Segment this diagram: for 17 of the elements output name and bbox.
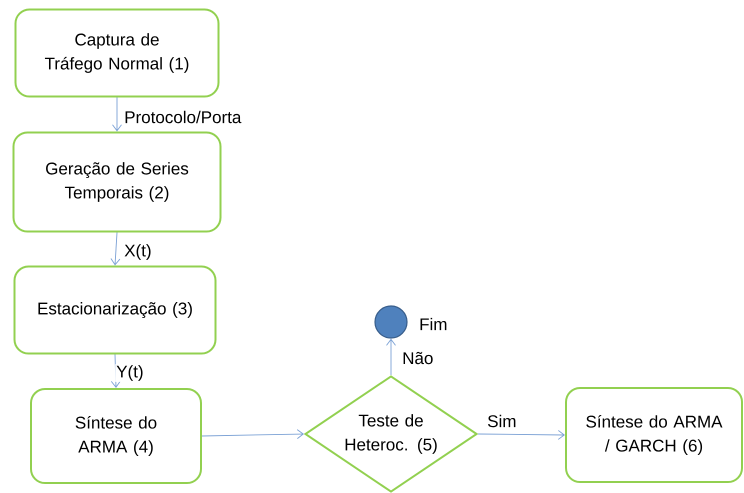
arrow — [112, 97, 122, 132]
edge-label: Não — [401, 350, 434, 366]
edge-label: Y(t) — [115, 364, 145, 382]
arrow — [110, 232, 120, 266]
node-caption: Fim — [420, 318, 446, 330]
process-box: Síntese do ARMA (4) — [30, 388, 202, 484]
arrow — [386, 338, 396, 376]
process-box: Captura de Tráfego Normal (1) — [14, 8, 220, 98]
process-box: Geração de Series Temporais (2) — [12, 132, 222, 232]
edge-label: Sim — [486, 414, 518, 428]
edge-label: Protocolo/Porta — [123, 110, 242, 124]
process-box: Estacionarização (3) — [14, 266, 216, 354]
end-circle — [374, 305, 408, 339]
arrow — [202, 429, 304, 440]
arrow — [478, 430, 565, 440]
edge-label: X(t) — [123, 243, 153, 261]
process-box: Síntese do ARMA / GARCH (6) — [565, 387, 743, 483]
